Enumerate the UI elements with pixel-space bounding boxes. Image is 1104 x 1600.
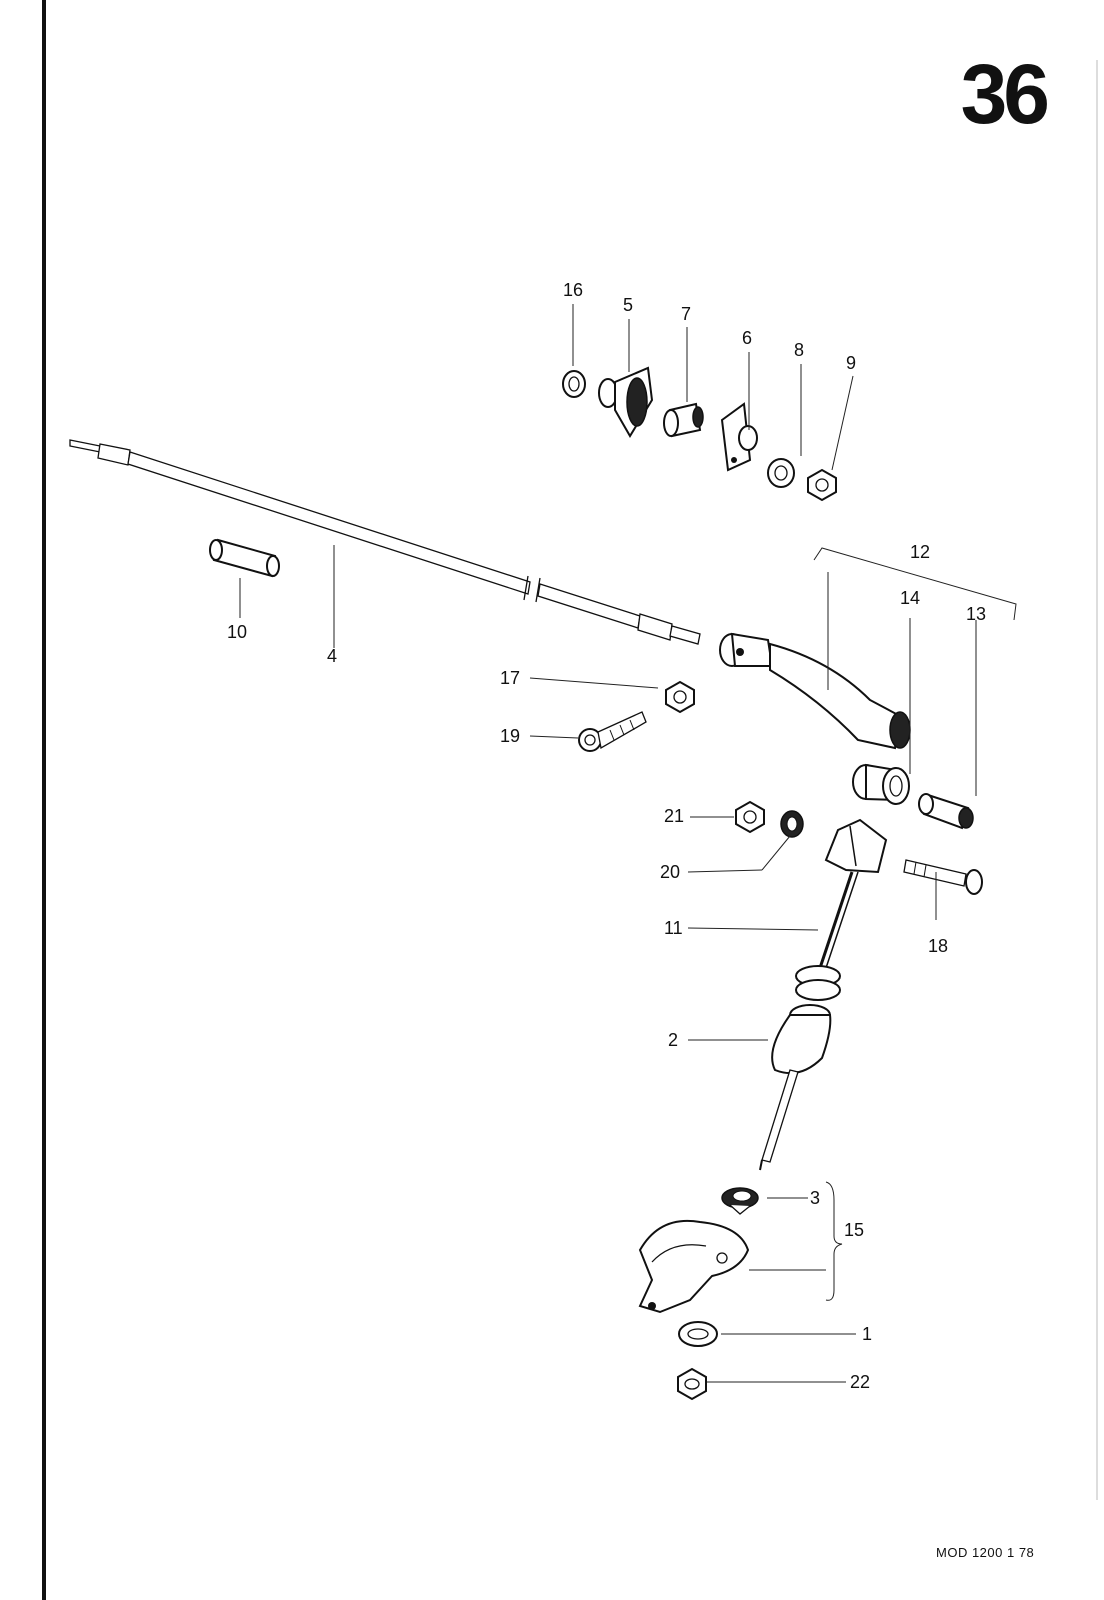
footer-model-code: MOD 1200 1 78 xyxy=(936,1545,1035,1560)
page-number: 36 xyxy=(960,47,1050,141)
part-2-gear-lever xyxy=(759,965,841,1171)
part-6-stop-plate xyxy=(720,402,758,472)
part-18-bolt xyxy=(903,859,983,895)
callout-2: 2 xyxy=(668,1030,678,1050)
part-12-lever xyxy=(719,632,911,750)
callout-14: 14 xyxy=(900,588,920,608)
callout-8: 8 xyxy=(794,340,804,360)
part-9-nut xyxy=(807,468,837,502)
leader-lines xyxy=(239,304,1017,1383)
callout-18: 18 xyxy=(928,936,948,956)
part-4-shift-rod xyxy=(69,439,701,645)
callout-1: 1 xyxy=(862,1324,872,1344)
callout-5: 5 xyxy=(623,295,633,315)
callout-16: 16 xyxy=(563,280,583,300)
part-11-bracket xyxy=(814,818,888,981)
callout-20: 20 xyxy=(660,862,680,882)
part-5-bushing xyxy=(598,366,654,438)
callout-21: 21 xyxy=(664,806,684,826)
part-19-bolt xyxy=(578,711,647,752)
part-14-bushing xyxy=(852,763,910,805)
part-17-nut xyxy=(665,680,695,714)
callout-19: 19 xyxy=(500,726,520,746)
callout-15: 15 xyxy=(844,1220,864,1240)
callout-4: 4 xyxy=(327,646,337,666)
callout-10: 10 xyxy=(227,622,247,642)
part-22-nut xyxy=(677,1367,707,1401)
callout-11: 11 xyxy=(664,918,683,938)
callout-22: 22 xyxy=(850,1372,870,1392)
part-7-bushing xyxy=(663,402,704,438)
callout-9: 9 xyxy=(846,353,856,373)
part-10-sleeve xyxy=(209,538,280,578)
callout-7: 7 xyxy=(681,304,691,324)
callout-labels: 16 5 7 6 8 9 12 14 13 10 4 17 19 21 20 1… xyxy=(227,280,986,1392)
part-3-grommet xyxy=(721,1187,759,1215)
callout-6: 6 xyxy=(742,328,752,348)
part-13-sleeve xyxy=(918,793,974,830)
part-21-nut xyxy=(735,800,765,834)
part-15-base-plate xyxy=(638,1219,750,1314)
part-20-ring xyxy=(780,810,804,838)
part-8-ring xyxy=(767,458,795,488)
part-1-washer xyxy=(678,1321,718,1347)
callout-12: 12 xyxy=(910,542,930,562)
callout-3: 3 xyxy=(810,1188,820,1208)
callout-13: 13 xyxy=(966,604,986,624)
callout-17: 17 xyxy=(500,668,520,688)
